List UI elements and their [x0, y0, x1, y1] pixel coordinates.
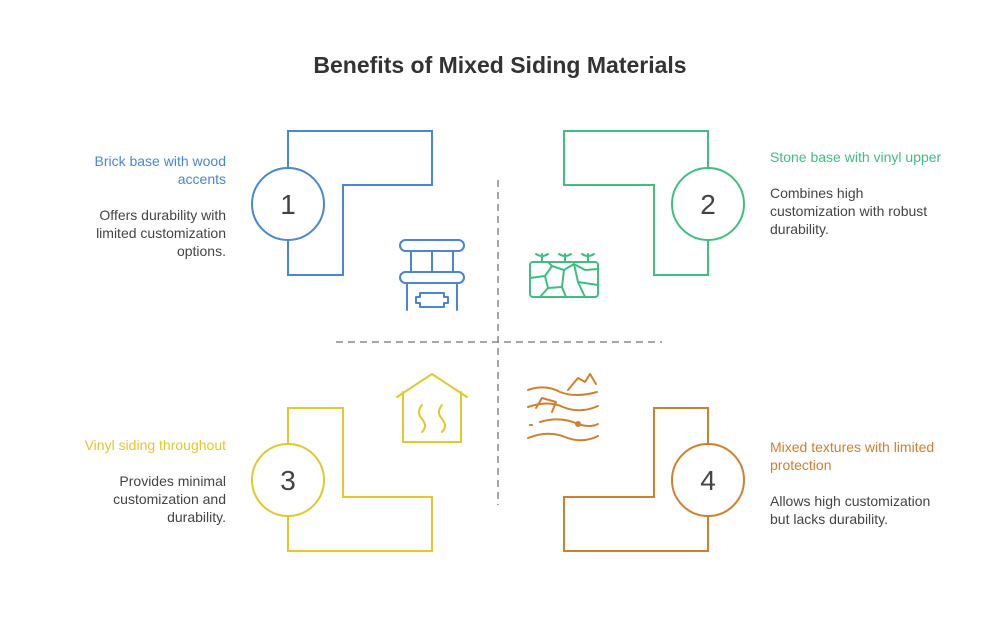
- item-3-text: Vinyl siding throughout Provides minimal…: [56, 436, 226, 526]
- quadrant-3-shape: [287, 407, 433, 552]
- quadrant-4: [563, 407, 745, 552]
- item-4-description: Allows high customization but lacks dura…: [770, 493, 931, 527]
- quadrant-3: [251, 407, 433, 552]
- number-4: 4: [700, 465, 716, 496]
- brick-wood-icon: [399, 239, 465, 311]
- number-1: 1: [280, 189, 296, 220]
- quadrant-4-shape: [563, 407, 709, 552]
- item-4-heading: Mixed textures with limited protection: [770, 439, 935, 473]
- item-3-heading: Vinyl siding throughout: [84, 437, 226, 453]
- number-circle-4: [671, 443, 745, 517]
- item-2-text: Stone base with vinyl upper Combines hig…: [770, 148, 950, 238]
- number-circle-1: [251, 167, 325, 241]
- quadrant-1: [251, 130, 433, 276]
- number-3: 3: [280, 465, 296, 496]
- quadrant-2-shape: [563, 130, 709, 276]
- item-2-description: Combines high customization with robust …: [770, 185, 928, 237]
- quadrant-1-shape: [287, 130, 433, 276]
- item-4-text: Mixed textures with limited protection A…: [770, 438, 950, 528]
- stone-wall-icon: [529, 253, 599, 298]
- page-title: Benefits of Mixed Siding Materials: [313, 52, 687, 78]
- item-1-text: Brick base with wood accents Offers dura…: [56, 152, 226, 260]
- number-2: 2: [700, 189, 716, 220]
- number-circle-3: [251, 443, 325, 517]
- item-3-description: Provides minimal customization and durab…: [113, 473, 226, 525]
- item-1-heading: Brick base with wood accents: [94, 153, 226, 187]
- quadrant-2: [563, 130, 745, 276]
- number-circle-2: [671, 167, 745, 241]
- item-1-description: Offers durability with limited customiza…: [96, 207, 226, 259]
- house-heat-icon: [396, 373, 468, 443]
- item-2-heading: Stone base with vinyl upper: [770, 149, 942, 165]
- wood-texture-icon: [527, 373, 599, 442]
